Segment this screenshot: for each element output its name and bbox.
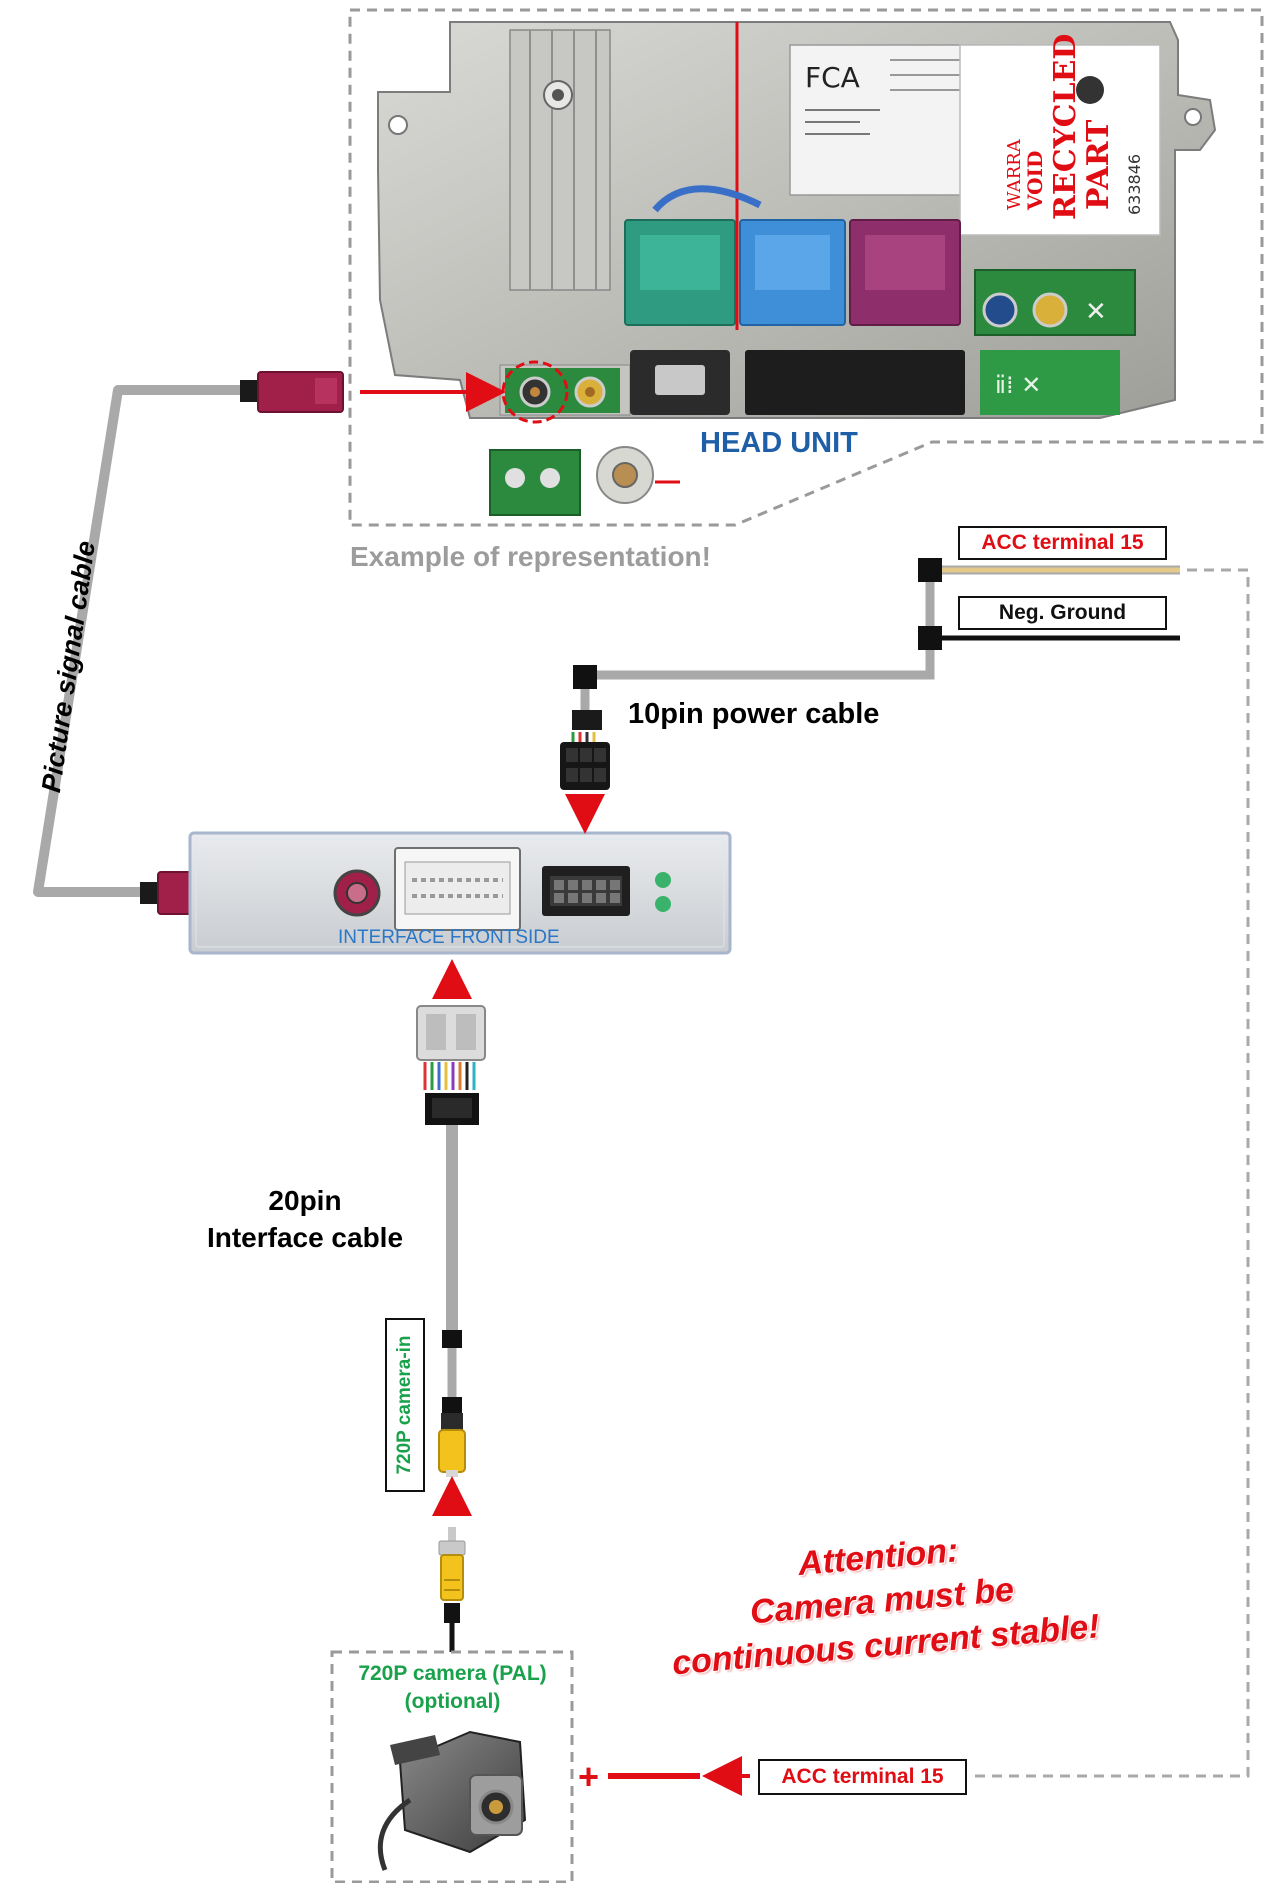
- acc-dashed-route: [975, 568, 1250, 1778]
- plus-sign: +: [578, 1756, 600, 1797]
- camera-box-frame: [330, 1650, 574, 1884]
- svg-text:✕: ✕: [1085, 297, 1107, 327]
- interface-box: [188, 831, 732, 955]
- camera-box-label: 720P camera (PAL) (optional): [335, 1660, 570, 1716]
- rca-male-connector: [438, 1527, 466, 1623]
- twenty-pin-plug: [416, 1005, 486, 1125]
- head-unit-device: FCA WARRA VOID RECYCLED PART 633846: [377, 21, 1217, 516]
- ten-pin-plug: [560, 710, 610, 790]
- head-unit-label: HEAD UNIT: [700, 427, 858, 459]
- representation-caption: Example of representation!: [350, 541, 711, 572]
- picture-signal-cable: [33, 385, 255, 897]
- acc-terminal-top-label: ACC terminal 15: [958, 526, 1167, 560]
- power-cable: [580, 565, 1180, 717]
- interface-cable-label-line-1: 20pin: [268, 1185, 342, 1216]
- sticker-line-4: PART: [1081, 119, 1116, 210]
- sticker-line-3: RECYCLED: [1048, 34, 1083, 220]
- head-unit-frame: [348, 8, 1264, 527]
- sticker-line-2: VOID: [1023, 151, 1047, 211]
- sticker-line-1: WARRA: [1004, 138, 1025, 210]
- camera-device: [377, 1730, 527, 1871]
- camera-in-label: 720P camera-in: [394, 1335, 415, 1475]
- acc-terminal-bottom-label: ACC terminal 15: [758, 1759, 967, 1795]
- camera-box-label-line-1: 720P camera (PAL): [358, 1662, 547, 1685]
- target-port-highlight: [501, 360, 569, 424]
- brand-mark: FCA: [805, 61, 860, 94]
- interface-cable-label: 20pin Interface cable: [195, 1182, 415, 1256]
- camera-in-box: 720P camera-in: [385, 1318, 425, 1492]
- power-cable-label: 10pin power cable: [628, 698, 880, 730]
- fakra-plug-top: [240, 371, 344, 413]
- camera-box-label-line-2: (optional): [404, 1690, 501, 1713]
- serial-number: 633846: [1125, 154, 1144, 215]
- interface-cable-label-line-2: Interface cable: [206, 1222, 404, 1253]
- rca-female-connector: [438, 1413, 466, 1477]
- ground-label: Neg. Ground: [958, 596, 1167, 630]
- interface-frontside-label: INTERFACE FRONTSIDE: [338, 927, 560, 948]
- svg-text:ⅱ⁞ ✕: ⅱ⁞ ✕: [995, 371, 1041, 399]
